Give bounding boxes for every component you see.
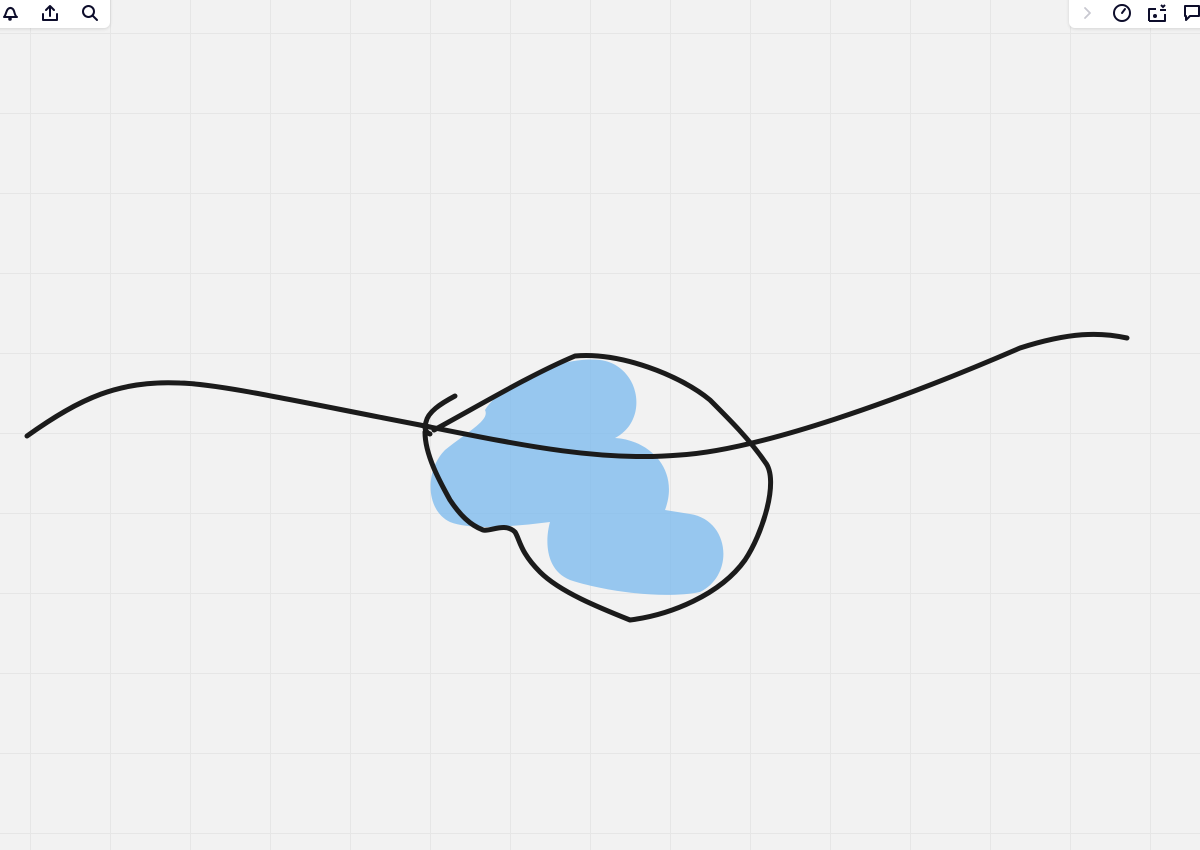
top-left-toolbar (0, 0, 110, 28)
loop-stroke[interactable] (422, 353, 774, 623)
notifications-button[interactable] (0, 0, 30, 28)
search-button[interactable] (70, 0, 110, 28)
expand-toolbar-button[interactable] (1069, 0, 1104, 28)
blue-highlight-scribble[interactable] (430, 359, 724, 595)
comments-button[interactable] (1174, 0, 1200, 28)
search-icon (82, 5, 98, 21)
share-button[interactable] (30, 0, 70, 28)
timer-button[interactable] (1104, 0, 1139, 28)
reactions-icon (1147, 4, 1166, 22)
share-upload-icon (42, 5, 58, 21)
top-right-toolbar (1069, 0, 1200, 28)
timer-icon (1112, 4, 1131, 22)
small-hook-stroke[interactable] (422, 393, 458, 437)
chevron-right-icon (1083, 7, 1091, 19)
long-curve-stroke[interactable] (24, 331, 1130, 460)
reactions-button[interactable] (1139, 0, 1174, 28)
bell-icon (3, 6, 18, 21)
comment-icon (1183, 5, 1200, 21)
